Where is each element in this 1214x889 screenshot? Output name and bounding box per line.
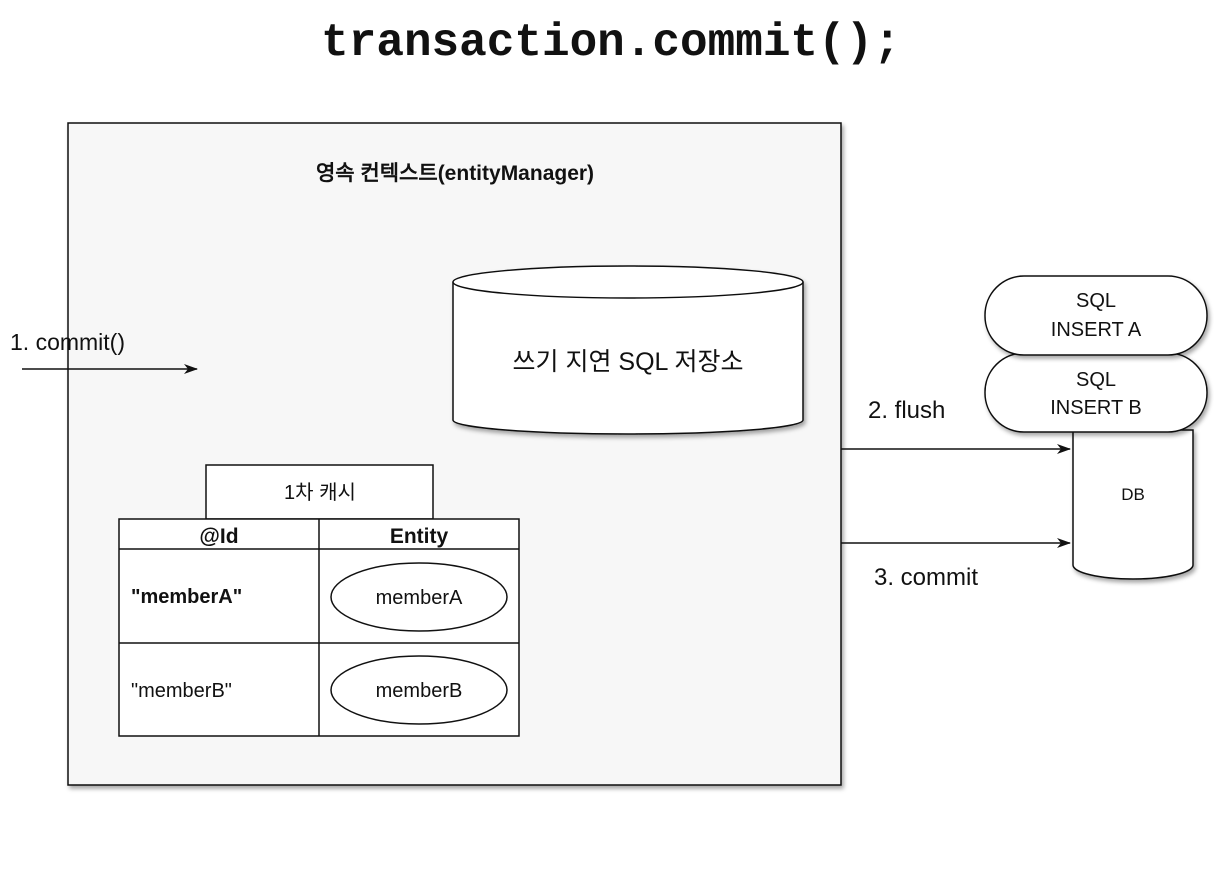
entity-a-ellipse xyxy=(330,562,508,632)
flush-label: 2. flush xyxy=(868,397,945,424)
persistence-context-label: 영속 컨텍스트(entityManager) xyxy=(316,162,594,185)
sql-insert-a-line1: SQL xyxy=(1076,290,1116,312)
sql-insert-b-line2: INSERT B xyxy=(1050,397,1142,419)
entity-b-ellipse xyxy=(330,655,508,725)
sql-insert-a-line2: INSERT A xyxy=(1051,319,1142,341)
write-store-cylinder xyxy=(452,265,804,435)
db-commit-label: 3. commit xyxy=(874,564,978,591)
cache-header-entity: Entity xyxy=(390,525,449,548)
cache-row-b-id: "memberB" xyxy=(131,680,232,702)
sql-insert-a-box xyxy=(984,275,1208,356)
write-store-label: 쓰기 지연 SQL 저장소 xyxy=(513,348,744,376)
page-title: transaction.commit(); xyxy=(321,17,901,69)
sql-insert-b-box xyxy=(984,352,1208,433)
entity-a-label: memberA xyxy=(376,587,463,609)
db-label: DB xyxy=(1121,485,1145,504)
cache-tab xyxy=(205,464,434,520)
cache-row-a-id: "memberA" xyxy=(131,586,242,608)
entity-b-label: memberB xyxy=(376,680,463,702)
db-cylinder xyxy=(1072,429,1194,580)
cache-tab-label: 1차 캐시 xyxy=(284,481,356,504)
cache-header-id: @Id xyxy=(199,525,238,548)
commit-call-label: 1. commit() xyxy=(10,329,125,355)
sql-insert-b-line1: SQL xyxy=(1076,369,1116,391)
